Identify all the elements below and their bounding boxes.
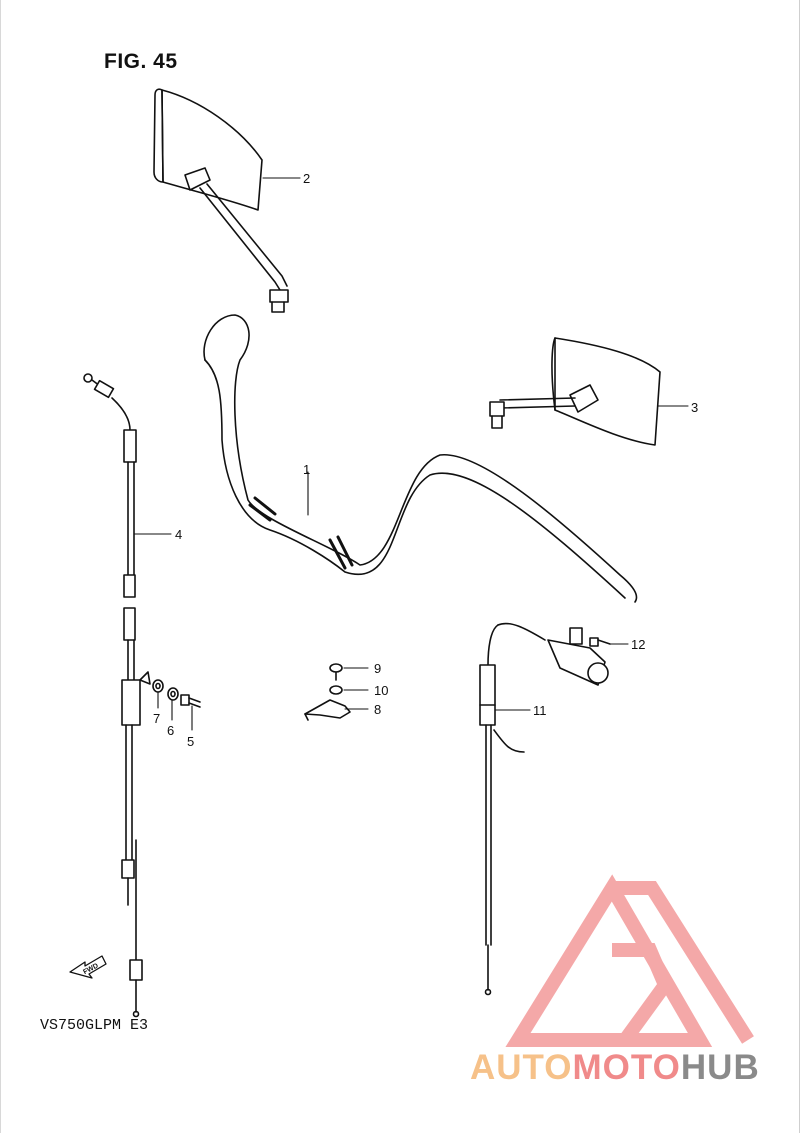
fwd-arrow	[69, 955, 107, 979]
callout-12: 12	[631, 637, 646, 652]
watermark-logo	[505, 874, 754, 1047]
watermark-auto: AUTO	[470, 1048, 573, 1087]
callout-10: 10	[374, 683, 389, 698]
callout-7: 7	[153, 711, 161, 726]
callout-9: 9	[374, 661, 382, 676]
callout-8: 8	[374, 702, 382, 717]
callout-1: 1	[303, 462, 311, 477]
callout-6: 6	[167, 723, 175, 738]
callout-3: 3	[691, 400, 699, 415]
left-cable	[83, 373, 151, 1018]
leader-lines	[133, 177, 689, 731]
bracket-8	[304, 699, 351, 721]
watermark-moto: MOTO	[572, 1048, 681, 1087]
callout-2: 2	[303, 171, 311, 186]
choke-lever	[547, 627, 609, 686]
handlebar	[203, 314, 638, 603]
model-code: VS750GLPM E3	[40, 1017, 149, 1034]
right-mirror	[489, 337, 661, 446]
screw-12	[589, 637, 611, 647]
figure-title: FIG. 45	[104, 50, 178, 73]
washer-7	[152, 679, 164, 693]
callout-11: 11	[533, 703, 547, 718]
callout-5: 5	[187, 734, 195, 749]
bolt-5	[180, 694, 201, 708]
screw-9	[329, 663, 343, 681]
watermark-text: AUTOMOTOHUB	[470, 1050, 760, 1085]
callout-4: 4	[175, 527, 183, 542]
washer-6	[167, 687, 179, 701]
left-mirror	[153, 88, 289, 313]
washer-10	[329, 685, 343, 695]
watermark-hub: HUB	[680, 1048, 760, 1087]
right-cable	[479, 622, 546, 996]
